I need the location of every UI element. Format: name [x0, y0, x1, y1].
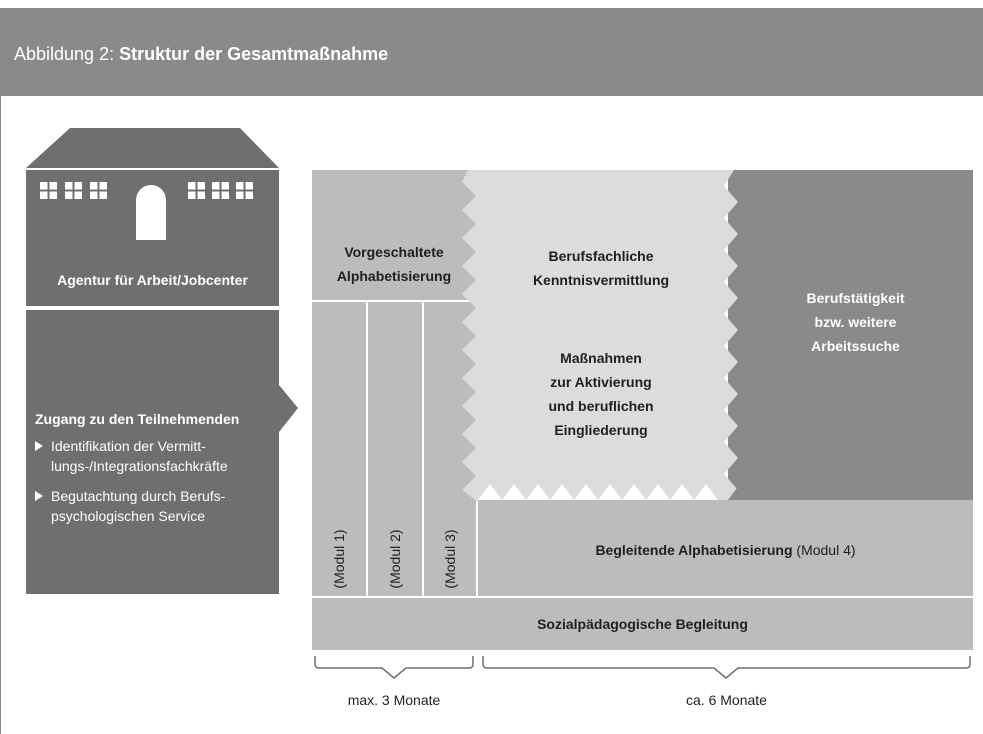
- header-bar: [0, 8, 983, 96]
- title-bold: Struktur der Gesamtmaßnahme: [119, 44, 389, 64]
- duration-second: ca. 6 Monate: [686, 692, 767, 708]
- module-1-label: (Modul 1): [331, 529, 347, 589]
- social-support-label: Sozialpädagogische Begleitung: [537, 616, 748, 632]
- bullet-item: Begutachtung durch Berufs- psychologisch…: [35, 486, 275, 526]
- label-line: Berufstätigkeit: [806, 290, 905, 306]
- label-line: Kenntnisvermittlung: [532, 272, 670, 288]
- label-line: zur Aktivierung: [550, 374, 652, 390]
- duration-first: max. 3 Monate: [347, 692, 441, 708]
- label-line: Eingliederung: [554, 422, 648, 438]
- access-section: Zugang zu den Teilnehmenden Identifikati…: [35, 408, 275, 536]
- agency-label: Agentur für Arbeit/Jobcenter: [57, 272, 248, 288]
- label-line: bzw. weitere: [814, 314, 897, 330]
- bullet-line: Begutachtung durch Berufs-: [51, 488, 226, 504]
- pre-literacy-block: [312, 170, 476, 300]
- accompanying-bold: Begleitende Alphabetisierung: [595, 542, 793, 558]
- employment-block: [728, 170, 973, 500]
- label-line: und beruflichen: [548, 398, 654, 414]
- module-3-label: (Modul 3): [442, 529, 458, 589]
- bullet-line: psychologischen Service: [51, 508, 206, 524]
- door-icon: [136, 185, 166, 240]
- label-line: Arbeitssuche: [811, 338, 900, 354]
- vocational-block: [462, 170, 738, 502]
- house-roof: [26, 128, 279, 168]
- label-line: Maßnahmen: [560, 350, 642, 366]
- employment-zigzag: [728, 484, 973, 500]
- bullet-line: Identifikation der Vermitt-: [51, 438, 206, 454]
- accompanying-literacy-label: Begleitende Alphabetisierung (Modul 4): [478, 538, 973, 562]
- module-1-column: [312, 302, 366, 596]
- bullet-item: Identifikation der Vermitt- lungs-/Integ…: [35, 436, 275, 476]
- window-crosses: [40, 182, 253, 199]
- module-2-column: [368, 302, 422, 596]
- figure-title: Abbildung 2: Struktur der Gesamtmaßnahme: [14, 44, 388, 65]
- vocational-label: Berufsfachliche Kenntnisvermittlung: [478, 244, 724, 292]
- brace-first: [314, 656, 474, 679]
- label-line: Vorgeschaltete: [344, 244, 444, 260]
- activation-label: Maßnahmen zur Aktivierung und berufliche…: [478, 346, 724, 442]
- left-rule: [0, 96, 1, 734]
- pre-literacy-label: Vorgeschaltete Alphabetisierung: [312, 240, 476, 288]
- accompanying-literacy-block: [478, 500, 973, 596]
- brace-second: [482, 656, 971, 679]
- module-2-label: (Modul 2): [387, 529, 403, 589]
- title-prefix: Abbildung 2:: [14, 44, 120, 64]
- triangle-bullet-icon: [35, 441, 43, 451]
- access-block: [26, 310, 298, 594]
- accompanying-plain: (Modul 4): [792, 542, 856, 558]
- bullet-line: lungs-/Integrationsfachkräfte: [51, 458, 228, 474]
- employment-label: Berufstätigkeit bzw. weitere Arbeitssuch…: [738, 286, 973, 358]
- triangle-bullet-icon: [35, 491, 43, 501]
- label-line: Berufsfachliche: [548, 248, 654, 264]
- label-line: Alphabetisierung: [336, 268, 452, 284]
- social-support-block: [312, 598, 973, 650]
- access-title: Zugang zu den Teilnehmenden: [35, 411, 240, 427]
